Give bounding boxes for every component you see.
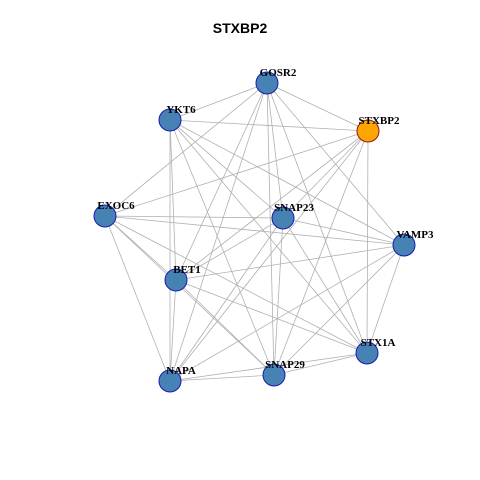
edge-gosr2-napa: [169, 82, 268, 382]
node-stx1a: [355, 341, 379, 365]
edge-gosr2-exoc6: [104, 82, 268, 217]
edge-ykt6-stx1a: [169, 119, 368, 354]
edge-gosr2-snap23: [266, 82, 284, 219]
edge-snap23-snap29: [273, 217, 284, 376]
edge-layer: [104, 82, 405, 382]
edge-stxbp2-stx1a: [366, 130, 369, 354]
node-ykt6: [158, 108, 182, 132]
node-snap29: [262, 363, 286, 387]
edge-vamp3-stx1a: [366, 244, 405, 354]
node-stxbp2: [356, 119, 380, 143]
node-label-exoc6: EXOC6: [97, 200, 135, 212]
edge-gosr2-stxbp2: [266, 82, 369, 132]
node-label-snap23: SNAP23: [274, 202, 314, 214]
edge-stxbp2-napa: [169, 130, 369, 382]
edge-stxbp2-snap29: [273, 130, 369, 376]
node-bet1: [164, 268, 188, 292]
edge-gosr2-stx1a: [266, 82, 368, 354]
node-label-napa: NAPA: [166, 365, 196, 377]
edge-stxbp2-bet1: [175, 130, 369, 281]
node-layer: [93, 71, 416, 393]
edge-snap23-stx1a: [282, 217, 368, 354]
edge-ykt6-vamp3: [169, 119, 405, 246]
edge-gosr2-ykt6: [169, 82, 268, 121]
edge-vamp3-snap29: [273, 244, 405, 376]
edge-exoc6-snap23: [104, 215, 284, 219]
edge-ykt6-stxbp2: [169, 119, 369, 132]
node-label-bet1: BET1: [173, 264, 201, 276]
edge-exoc6-stx1a: [104, 215, 368, 354]
edge-stxbp2-snap23: [282, 130, 369, 219]
edge-vamp3-napa: [169, 244, 405, 382]
node-label-gosr2: GOSR2: [260, 67, 297, 79]
edge-snap29-napa: [169, 374, 275, 382]
edge-exoc6-napa: [104, 215, 171, 382]
node-label-stx1a: STX1A: [361, 337, 396, 349]
node-snap23: [271, 206, 295, 230]
edge-gosr2-snap29: [266, 82, 275, 376]
node-napa: [158, 369, 182, 393]
node-gosr2: [255, 71, 279, 95]
edge-bet1-napa: [169, 279, 177, 382]
edge-bet1-stx1a: [175, 279, 368, 354]
edge-stxbp2-exoc6: [104, 130, 369, 217]
node-label-stxbp2: STXBP2: [359, 115, 400, 127]
edge-ykt6-bet1: [169, 119, 177, 281]
edge-vamp3-bet1: [175, 244, 405, 281]
edge-exoc6-vamp3: [104, 215, 405, 246]
edge-bet1-snap29: [175, 279, 275, 376]
node-label-ykt6: YKT6: [166, 104, 196, 116]
node-label-vamp3: VAMP3: [396, 229, 434, 241]
edge-snap23-bet1: [175, 217, 284, 281]
edge-exoc6-snap29: [104, 215, 275, 376]
edge-stx1a-snap29: [273, 352, 368, 376]
node-exoc6: [93, 204, 117, 228]
figure-title: STXBP2: [212, 20, 268, 36]
edge-ykt6-snap23: [169, 119, 284, 219]
node-vamp3: [392, 233, 416, 257]
node-label-snap29: SNAP29: [265, 359, 305, 371]
edge-ykt6-snap29: [169, 119, 275, 376]
edge-snap23-vamp3: [282, 217, 405, 246]
